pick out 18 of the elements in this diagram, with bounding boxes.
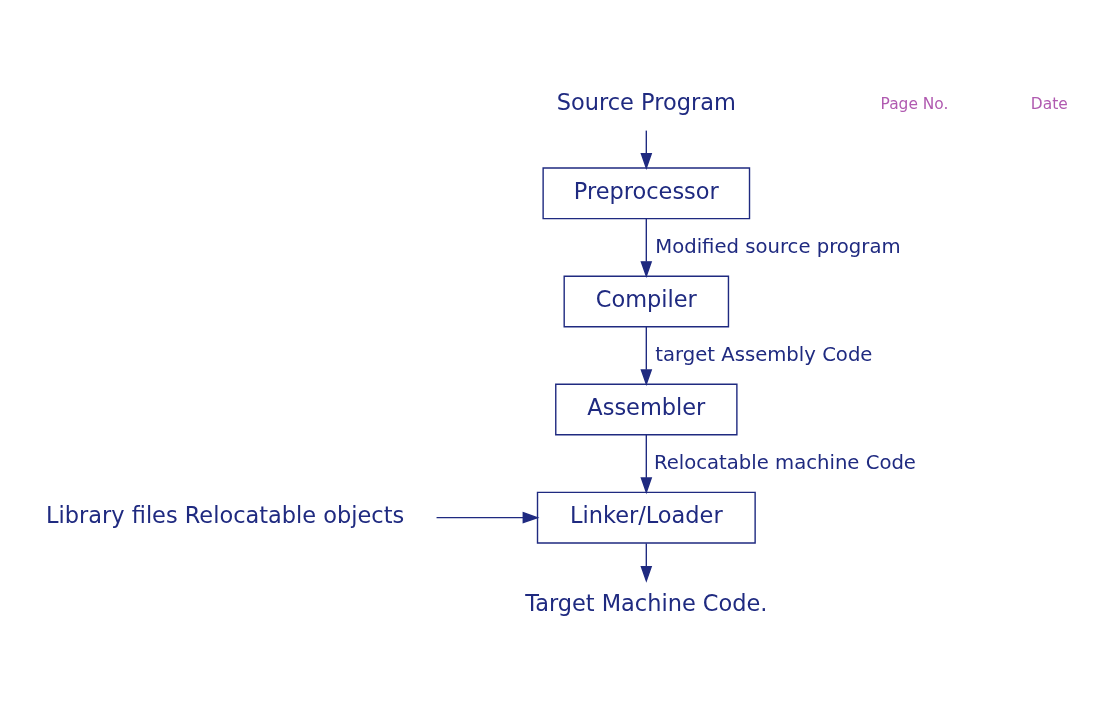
node-box: Preprocessor <box>542 167 751 220</box>
arrow <box>640 542 653 583</box>
arrow <box>640 129 653 170</box>
node-box: Compiler <box>563 275 730 328</box>
node-text: Library files Relocatable objects <box>46 502 405 528</box>
edge-label: Relocatable machine Code <box>653 450 916 474</box>
edge-label: Modified source program <box>655 234 901 258</box>
arrow <box>640 326 653 387</box>
arrow <box>640 434 653 495</box>
label: Page No. <box>880 94 949 113</box>
node-text: Source Program <box>556 89 736 116</box>
arrow <box>640 217 653 278</box>
node-box: Linker/Loader <box>536 491 756 544</box>
node-text: Target Machine Code. <box>525 590 768 617</box>
label: Date <box>1030 94 1068 113</box>
arrow <box>435 511 540 524</box>
node-box: Assembler <box>555 383 738 436</box>
edge-label: target Assembly Code <box>655 342 873 366</box>
